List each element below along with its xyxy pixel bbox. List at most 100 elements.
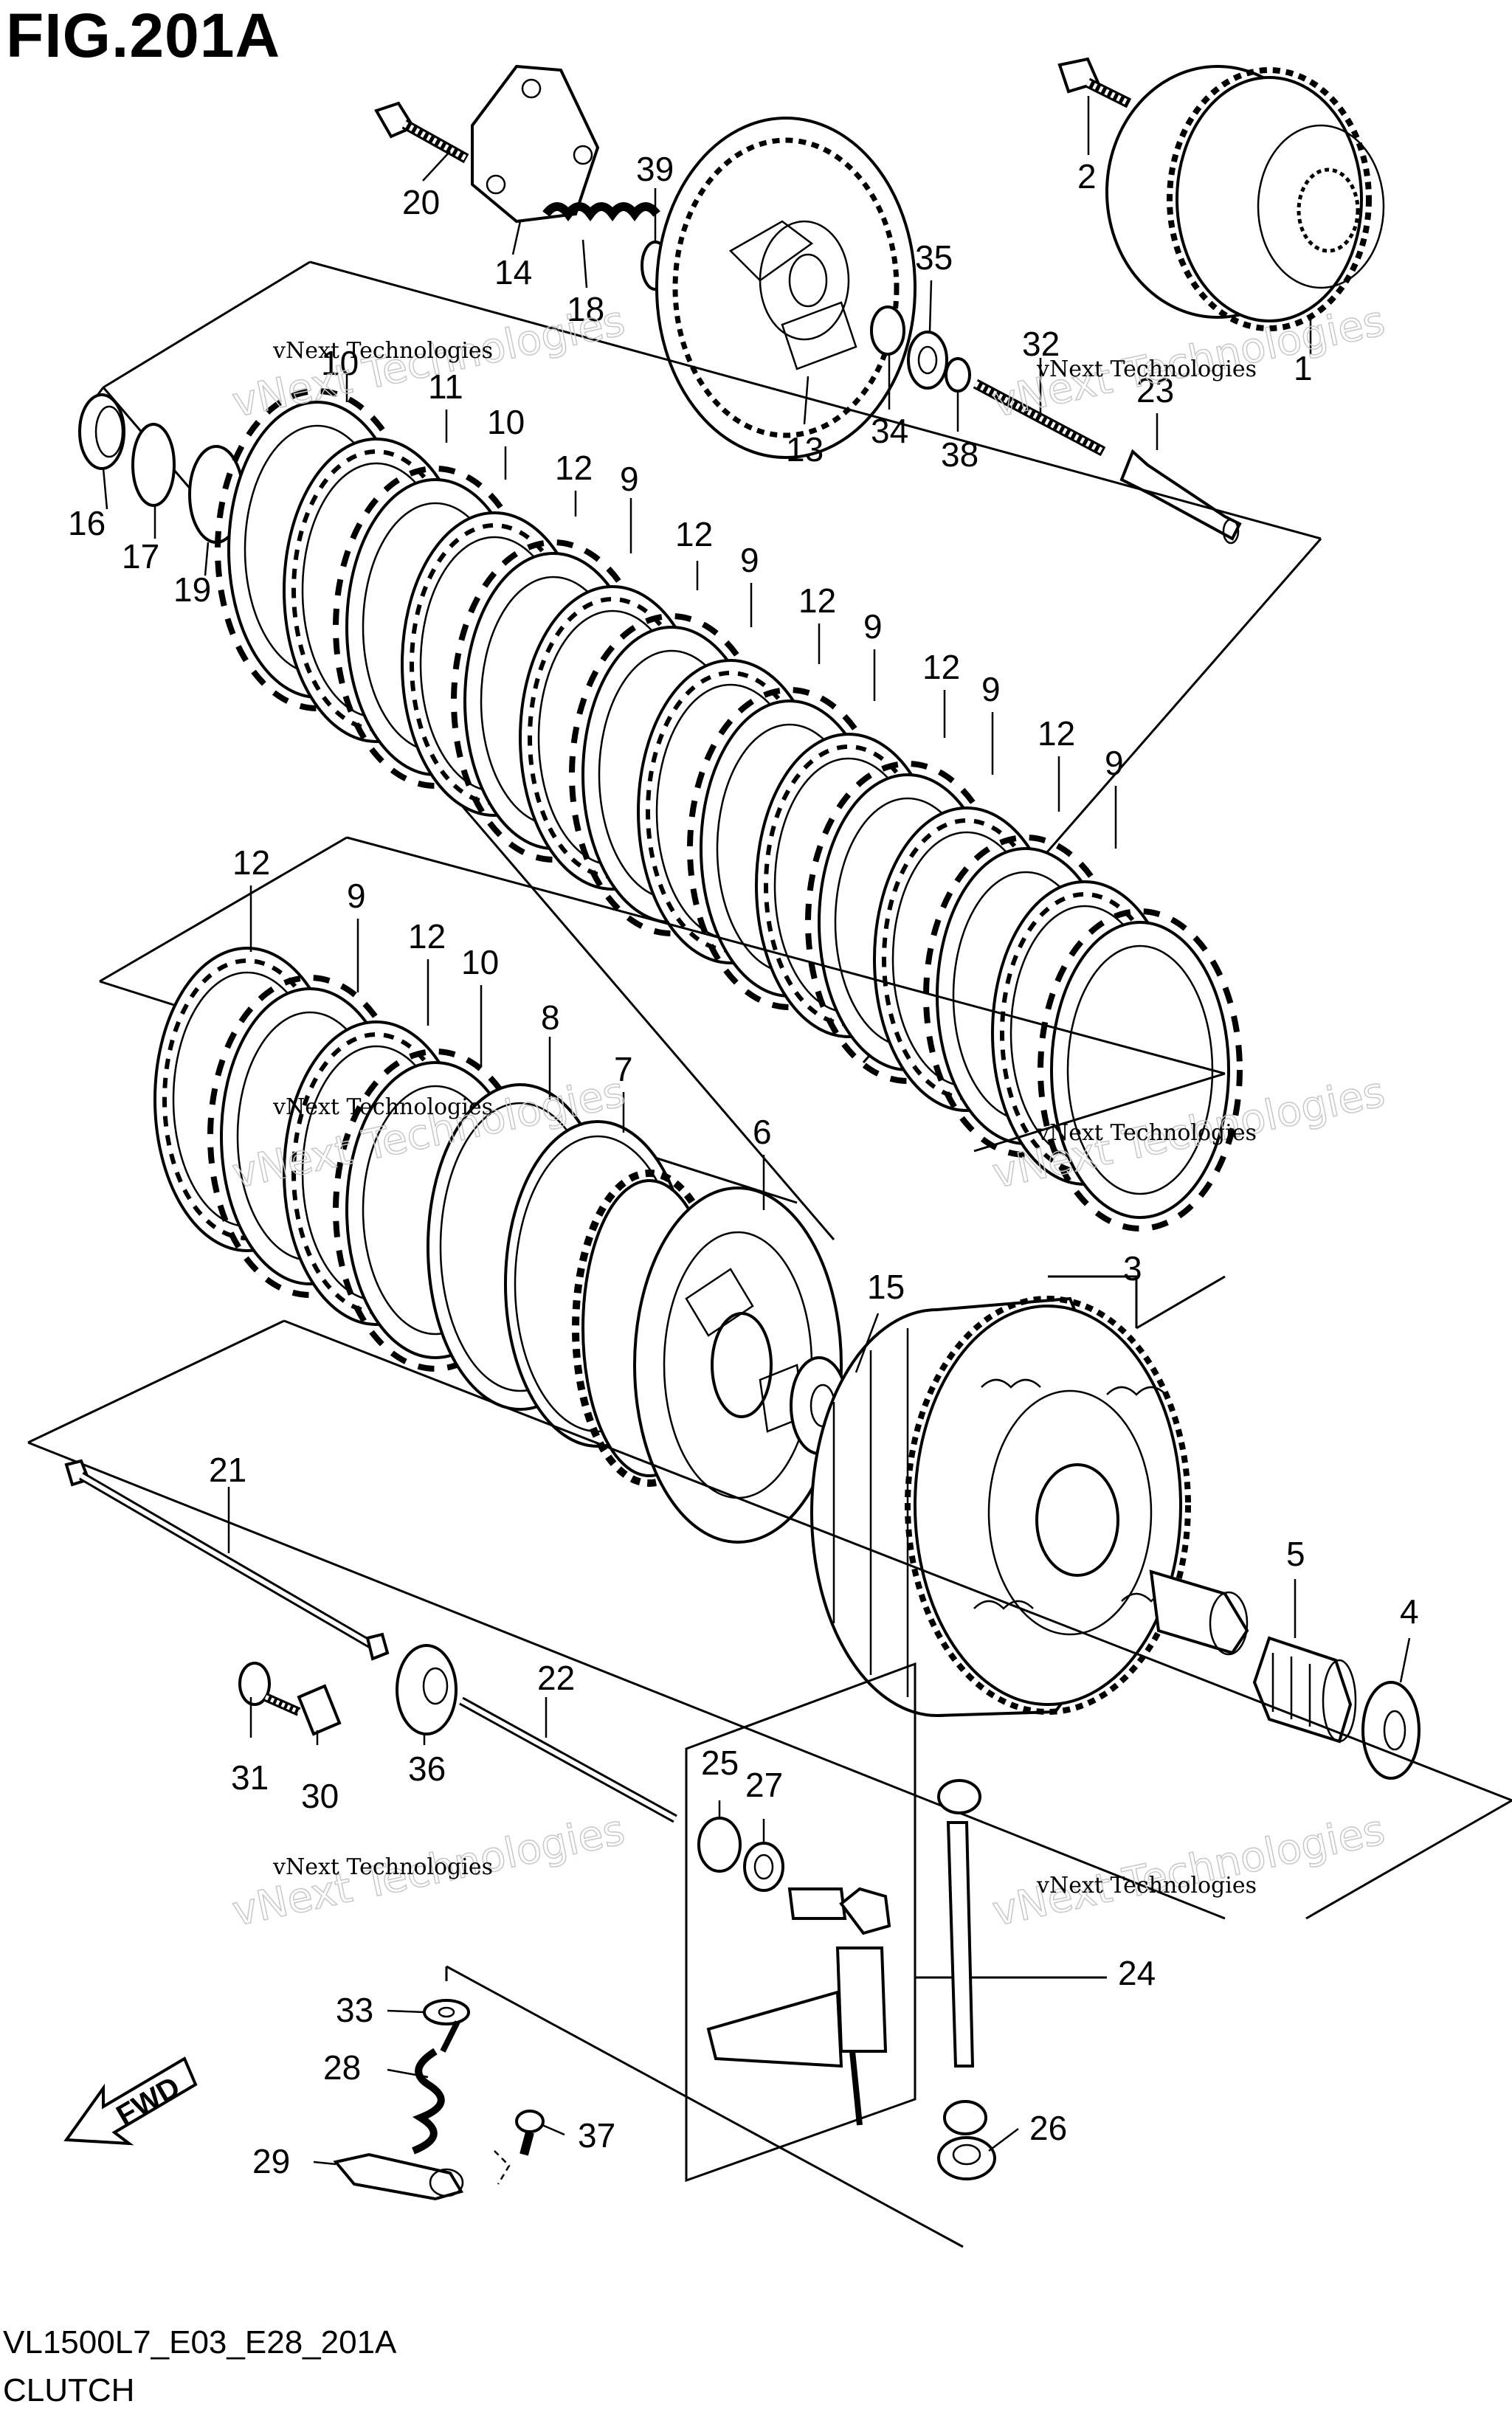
figure-title: FIG.201A (6, 1, 281, 70)
callout-25[interactable]: 25 (701, 1744, 739, 1782)
callout-5[interactable]: 5 (1286, 1535, 1305, 1573)
callout-21[interactable]: 21 (209, 1451, 246, 1489)
watermark-small-3: vNext Technologies (272, 1094, 493, 1120)
callout-38[interactable]: 38 (941, 435, 978, 474)
callout-9-e[interactable]: 9 (1105, 744, 1124, 782)
bearing-26[interactable] (937, 2136, 996, 2180)
callout-12-d[interactable]: 12 (922, 648, 960, 686)
spring-28[interactable] (412, 2020, 460, 2155)
figure-code: VL1500L7_E03_E28_201A (3, 2324, 397, 2360)
callout-10-b[interactable]: 10 (487, 403, 525, 441)
bolt-37[interactable] (515, 2110, 545, 2156)
needle-bearing-5[interactable] (1252, 1636, 1357, 1744)
release-piece-23[interactable] (1119, 449, 1242, 545)
callout-34[interactable]: 34 (871, 412, 908, 450)
callout-11[interactable]: 11 (428, 367, 463, 406)
callout-6[interactable]: 6 (753, 1113, 772, 1151)
callout-24[interactable]: 24 (1118, 1954, 1156, 1992)
watermark-small-6: vNext Technologies (1036, 1873, 1257, 1899)
callout-30[interactable]: 30 (301, 1777, 339, 1815)
callout-12-a[interactable]: 12 (555, 449, 593, 487)
callout-1[interactable]: 1 (1294, 349, 1313, 387)
bolt-2[interactable] (1057, 57, 1132, 108)
push-rod-32[interactable] (973, 379, 1106, 457)
callout-18[interactable]: 18 (567, 290, 604, 328)
clutch-plate-stack-lower (155, 948, 849, 1544)
watermark-small-4: vNext Technologies (1036, 1120, 1257, 1146)
callout-3[interactable]: 3 (1123, 1249, 1142, 1288)
callout-9-b[interactable]: 9 (740, 541, 759, 579)
callout-32[interactable]: 32 (1022, 325, 1060, 363)
seal-27[interactable] (743, 1842, 784, 1892)
callout-36[interactable]: 36 (408, 1749, 446, 1788)
callout-39[interactable]: 39 (636, 150, 674, 188)
plate-30[interactable] (297, 1684, 342, 1736)
release-shaft[interactable] (937, 1779, 987, 2135)
clutch-cover-group (374, 57, 1385, 545)
callout-17[interactable]: 17 (122, 537, 159, 576)
leader-lines (102, 96, 1411, 2166)
primary-driven-gear-3[interactable] (810, 1296, 1191, 1717)
callout-13[interactable]: 13 (786, 430, 824, 469)
callout-14[interactable]: 14 (494, 253, 532, 291)
fwd-arrow-icon: FWD (63, 2056, 198, 2146)
callout-4[interactable]: 4 (1400, 1592, 1419, 1631)
release-lever-24[interactable] (706, 1887, 891, 2126)
callout-9-f[interactable]: 9 (347, 877, 366, 915)
callout-37[interactable]: 37 (578, 2116, 615, 2155)
callout-9-d[interactable]: 9 (981, 670, 1001, 708)
watermark-small-2: vNext Technologies (1036, 356, 1257, 382)
callout-15[interactable]: 15 (867, 1268, 905, 1306)
callout-9-c[interactable]: 9 (863, 607, 883, 646)
callout-12-f[interactable]: 12 (232, 843, 270, 882)
bolt-31[interactable] (238, 1662, 301, 1716)
nut-38[interactable] (945, 357, 971, 393)
callout-10-c[interactable]: 10 (461, 943, 499, 981)
callout-18-19[interactable]: 19 (173, 570, 211, 609)
callout-7[interactable]: 7 (614, 1050, 633, 1088)
callout-23[interactable]: 23 (1136, 371, 1174, 410)
callout-12-b[interactable]: 12 (675, 515, 713, 553)
callout-12-e[interactable]: 12 (1038, 714, 1075, 753)
ring-17[interactable] (131, 423, 176, 507)
washer-33[interactable] (423, 1999, 470, 2025)
callout-31[interactable]: 31 (231, 1758, 269, 1797)
primary-gear-1[interactable] (1105, 65, 1385, 331)
pressure-plate-14[interactable] (471, 64, 600, 224)
ring-25[interactable] (697, 1817, 742, 1873)
washer-4[interactable] (1361, 1681, 1420, 1780)
watermark-large-6: vNext Technologies (988, 1806, 1389, 1936)
washer-34[interactable] (870, 305, 905, 356)
callout-9-a[interactable]: 9 (620, 460, 639, 498)
callout-8[interactable]: 8 (541, 998, 560, 1037)
callout-10-a[interactable]: 10 (321, 344, 359, 382)
push-rod-22[interactable] (459, 1696, 677, 1823)
callout-29[interactable]: 29 (252, 2142, 290, 2180)
section-name: CLUTCH (3, 2372, 135, 2408)
callout-12-c[interactable]: 12 (798, 581, 836, 620)
spacer-sleeve[interactable] (1149, 1569, 1249, 1656)
watermark-small-5: vNext Technologies (272, 1854, 493, 1880)
callout-numbers: 1 2 3 4 5 6 7 8 9 9 9 9 9 9 10 10 10 11 … (68, 150, 1419, 2180)
oil-seal-36[interactable] (396, 1644, 458, 1735)
callout-27[interactable]: 27 (745, 1766, 783, 1804)
callout-16[interactable]: 16 (68, 504, 106, 542)
callout-12-g[interactable]: 12 (408, 917, 446, 956)
callout-28[interactable]: 28 (323, 2048, 361, 2087)
release-arm-29[interactable] (333, 2152, 464, 2201)
spring-18[interactable] (542, 202, 660, 221)
callout-33[interactable]: 33 (336, 1991, 373, 2029)
callout-35[interactable]: 35 (915, 238, 953, 277)
callout-20[interactable]: 20 (402, 183, 440, 221)
seal-16[interactable] (78, 393, 125, 470)
rod-21[interactable] (64, 1459, 390, 1661)
clutch-hub-13[interactable] (655, 117, 916, 459)
watermark-small-1: vNext Technologies (272, 338, 493, 364)
clutch-plate-stack-upper (78, 391, 1240, 1229)
bearing-35[interactable] (907, 331, 948, 390)
bolt-20[interactable] (374, 101, 469, 164)
callout-2[interactable]: 2 (1077, 157, 1097, 196)
callout-26[interactable]: 26 (1029, 2109, 1067, 2147)
callout-22[interactable]: 22 (537, 1659, 575, 1697)
